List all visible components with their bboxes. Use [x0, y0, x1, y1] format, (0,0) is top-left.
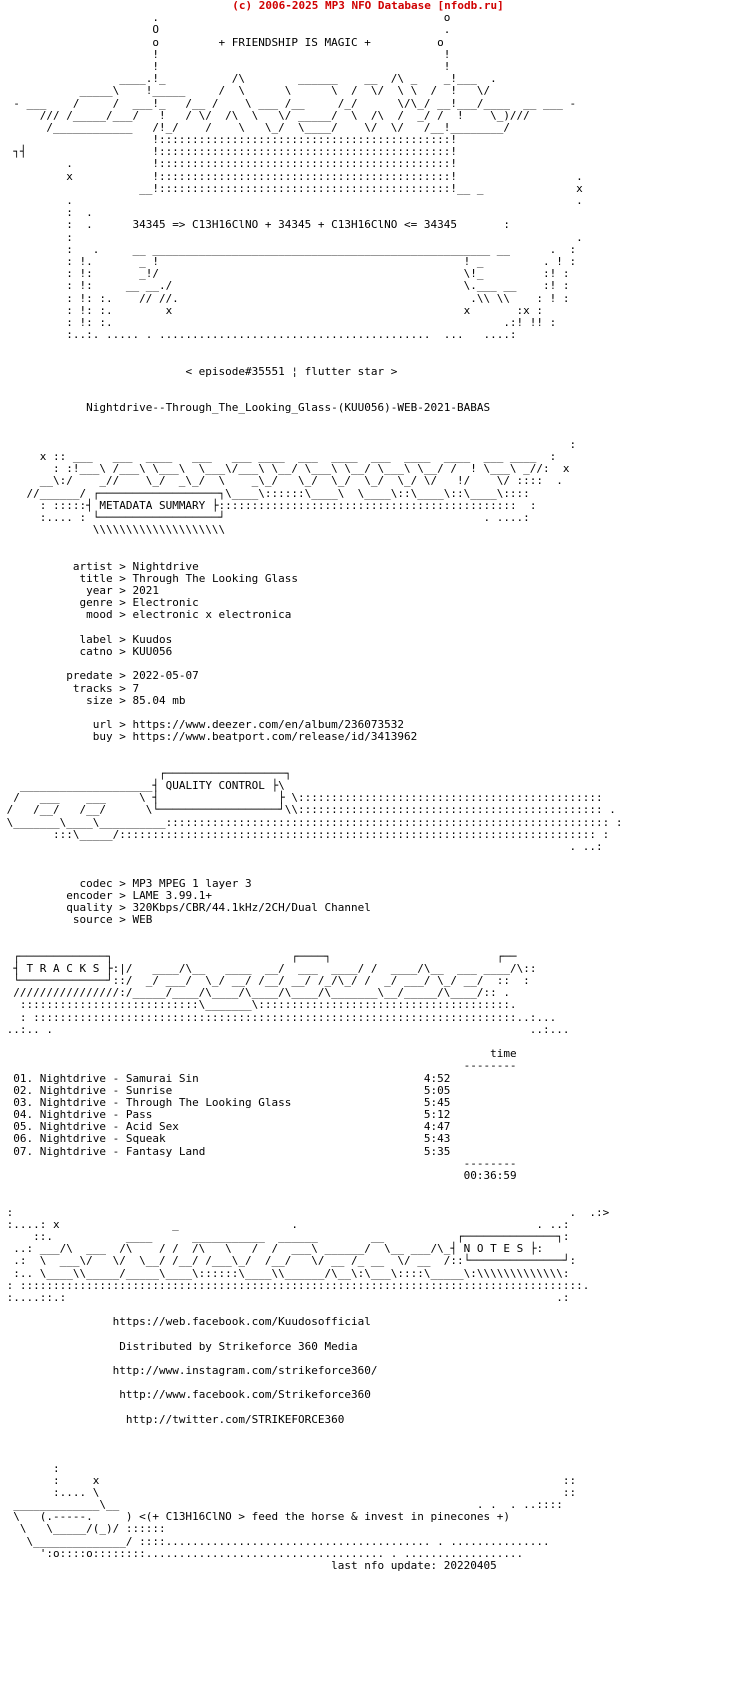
- track-num: 05.: [13, 1120, 34, 1134]
- notes-header: ..: ___/\ ___ /\ / / /\ \ / / ___\ _____…: [0, 1242, 544, 1256]
- metadata-header: : :::::┤ METADATA SUMMARY ├:::::::::::::…: [0, 498, 537, 512]
- track-time: 5:45: [423, 1095, 451, 1109]
- notes-line: Distributed by Strikeforce 360 Media: [119, 1339, 358, 1353]
- tagline: + FRIENDSHIP IS MAGIC +: [218, 35, 371, 49]
- meta-year: year > 2021: [0, 584, 159, 597]
- quality-encoder: encoder > LAME 3.99.1+: [0, 888, 212, 902]
- track-row: 05. Nightdrive - Acid Sex 4:47: [0, 1121, 736, 1133]
- track-row: 02. Nightdrive - Sunrise 5:05: [0, 1083, 736, 1097]
- notes-line-row: Distributed by Strikeforce 360 Media: [0, 1339, 736, 1353]
- meta-catno: catno > KUU056: [0, 644, 173, 658]
- release-name: Nightdrive--Through_The_Looking_Glass-(K…: [86, 401, 491, 415]
- quality-title: QUALITY CONTROL: [165, 779, 265, 792]
- track-num: 03.: [13, 1095, 34, 1109]
- total-line: 00:36:59: [0, 1169, 736, 1182]
- meta-genre: genre > Electronic: [0, 596, 199, 610]
- tagline-line: o + FRIENDSHIP IS MAGIC + o: [0, 35, 444, 49]
- footer-slogan: <(+ C13H16ClNO > feed the horse & invest…: [139, 1510, 510, 1524]
- meta-tracks: tracks > 7: [0, 681, 140, 695]
- track-num: 01.: [13, 1071, 34, 1085]
- formula: 34345 => C13H16ClNO + 34345 + C13H16ClNO…: [132, 218, 457, 232]
- episode-line: < episode#35551 ¦ flutter star >: [0, 364, 736, 378]
- track-time: 4:52: [423, 1071, 451, 1085]
- track-time: 5:35: [423, 1144, 451, 1158]
- track-time: 4:47: [423, 1120, 451, 1134]
- track-title: Nightdrive - Through The Looking Glass: [39, 1095, 292, 1109]
- track-time: 5:05: [423, 1083, 451, 1097]
- episode-tag: < episode#35551 ¦ flutter star >: [185, 364, 398, 378]
- last-update: last nfo update: 20220405: [331, 1559, 497, 1572]
- meta-catno-value: KUU056: [132, 644, 173, 658]
- time-header-line: time: [0, 1048, 736, 1060]
- track-title: Nightdrive - Squeak: [39, 1132, 166, 1146]
- track-time: 5:12: [423, 1108, 451, 1122]
- notes-line: http://twitter.com/STRIKEFORCE360: [125, 1412, 345, 1426]
- quality-encoder-value: LAME 3.99.1+: [132, 888, 212, 902]
- track-row: 07. Nightdrive - Fantasy Land 5:35: [0, 1144, 736, 1158]
- tracks-header: ┤ T R A C K S ├:|/ ____/\__ ____ __/ ___…: [0, 961, 537, 975]
- meta-artist-value: Nightdrive: [132, 559, 199, 573]
- meta-label: label > Kuudos: [0, 632, 173, 646]
- last-update-line: last nfo update: 20220405: [0, 1559, 736, 1572]
- notes-line-row: https://web.facebook.com/Kuudosofficial: [0, 1316, 736, 1328]
- slogan-line: \ (.-----. ) <(+ C13H16ClNO > feed the h…: [0, 1510, 510, 1524]
- track-title: Nightdrive - Samurai Sin: [39, 1071, 199, 1085]
- meta-year-value: 2021: [132, 584, 159, 597]
- quality-quality-value: 320Kbps/CBR/44.1kHz/2CH/Dual Channel: [132, 900, 371, 914]
- meta-title-value: Through The Looking Glass: [132, 571, 299, 585]
- meta-url: url > https://www.deezer.com/en/album/23…: [0, 718, 404, 732]
- meta-label-value: Kuudos: [132, 632, 173, 646]
- track-title: Nightdrive - Acid Sex: [39, 1120, 179, 1134]
- meta-title: title > Through The Looking Glass: [0, 571, 299, 585]
- meta-url-value: https://www.deezer.com/en/album/23607353…: [132, 718, 404, 732]
- formula-line: : . 34345 => C13H16ClNO + 34345 + C13H16…: [0, 218, 510, 232]
- meta-mood: mood > electronic x electronica: [0, 608, 292, 622]
- tracks-title: T R A C K S: [26, 961, 100, 975]
- track-num: 07.: [13, 1144, 34, 1158]
- track-num: 04.: [13, 1108, 34, 1122]
- copyright-banner: (c) 2006-2025 MP3 NFO Database [nfodb.ru…: [232, 0, 504, 12]
- notes-line: http://www.instagram.com/strikeforce360/: [112, 1364, 378, 1377]
- meta-buy: buy > https://www.beatport.com/release/i…: [0, 730, 418, 744]
- notes-line-row: http://www.instagram.com/strikeforce360/: [0, 1364, 736, 1377]
- track-title: Nightdrive - Sunrise: [39, 1083, 173, 1097]
- meta-size-value: 85.04 mb: [132, 693, 186, 707]
- total-time: 00:36:59: [463, 1169, 517, 1182]
- notes-line-row: http://www.facebook.com/Strikeforce360: [0, 1389, 736, 1401]
- notes-line-row: http://twitter.com/STRIKEFORCE360: [0, 1412, 736, 1426]
- track-title: Nightdrive - Pass: [39, 1108, 153, 1122]
- meta-mood-value: electronic x electronica: [132, 608, 292, 622]
- time-header: time: [490, 1047, 517, 1061]
- track-row: 04. Nightdrive - Pass 5:12: [0, 1108, 736, 1122]
- meta-tracks-value: 7: [132, 681, 140, 695]
- meta-genre-value: Electronic: [132, 596, 199, 610]
- quality-codec: codec > MP3 MPEG 1 layer 3: [0, 876, 252, 890]
- meta-predate: predate > 2022-05-07: [0, 669, 199, 683]
- track-num: 06.: [13, 1132, 34, 1146]
- quality-source: source > WEB: [0, 913, 153, 927]
- track-row: 06. Nightdrive - Squeak 5:43: [0, 1133, 736, 1145]
- meta-buy-value: https://www.beatport.com/release/id/3413…: [132, 730, 418, 744]
- track-row: 03. Nightdrive - Through The Looking Gla…: [0, 1095, 736, 1109]
- quality-source-value: WEB: [132, 913, 153, 927]
- quality-quality: quality > 320Kbps/CBR/44.1kHz/2CH/Dual C…: [0, 900, 371, 914]
- meta-artist: artist > Nightdrive: [0, 559, 199, 573]
- notes-line: https://web.facebook.com/Kuudosofficial: [112, 1315, 371, 1329]
- track-time: 5:43: [423, 1132, 451, 1146]
- nfo-document: . o O . o + FRIENDSHIP IS MAGIC + o: [0, 11, 736, 1572]
- quality-header: ____________________┤ QUALITY CONTROL ├\: [0, 779, 285, 792]
- track-row: 01. Nightdrive - Samurai Sin 4:52: [0, 1071, 736, 1085]
- meta-predate-value: 2022-05-07: [132, 669, 199, 683]
- quality-codec-value: MP3 MPEG 1 layer 3: [132, 876, 252, 890]
- notes-title: N O T E S: [463, 1242, 524, 1256]
- track-title: Nightdrive - Fantasy Land: [39, 1144, 206, 1158]
- notes-line: http://www.facebook.com/Strikeforce360: [119, 1388, 371, 1402]
- metadata-title: METADATA SUMMARY: [99, 498, 206, 512]
- meta-size: size > 85.04 mb: [0, 693, 186, 707]
- release-line: Nightdrive--Through_The_Looking_Glass-(K…: [0, 402, 736, 414]
- track-num: 02.: [13, 1083, 34, 1097]
